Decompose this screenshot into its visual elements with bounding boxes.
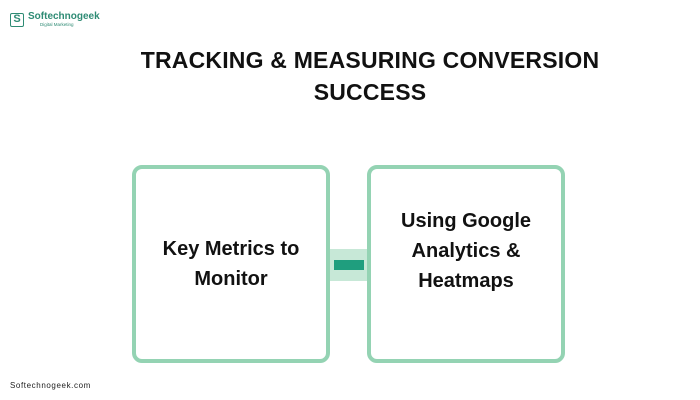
logo-text: Softechnogeek Digital Marketing: [28, 12, 100, 28]
google-analytics-line-1: Using Google: [401, 210, 531, 232]
google-analytics-box: Using Google Analytics & Heatmaps: [367, 165, 565, 363]
key-metrics-label: Key Metrics to Monitor: [153, 234, 310, 294]
footer-website: Softechnogeek.com: [10, 381, 91, 390]
page-title: TRACKING & MEASURING CONVERSION SUCCESS: [120, 44, 620, 108]
key-metrics-line-2: Monitor: [194, 268, 268, 290]
logo-name: Softechnogeek: [28, 11, 100, 22]
brand-logo: S Softechnogeek Digital Marketing: [10, 12, 100, 28]
title-line-2: SUCCESS: [313, 79, 427, 105]
logo-tagline: Digital Marketing: [40, 22, 74, 27]
box-connector: [330, 249, 367, 281]
title-line-1: TRACKING & MEASURING CONVERSION: [140, 47, 600, 73]
key-metrics-box: Key Metrics to Monitor: [132, 165, 330, 363]
google-analytics-line-2: Analytics &: [411, 240, 521, 262]
s-logo-icon: S: [10, 12, 24, 27]
google-analytics-line-3: Heatmaps: [418, 270, 514, 292]
connector-bar: [334, 260, 364, 270]
key-metrics-line-1: Key Metrics to: [162, 238, 300, 260]
google-analytics-label: Using Google Analytics & Heatmaps: [391, 206, 541, 296]
